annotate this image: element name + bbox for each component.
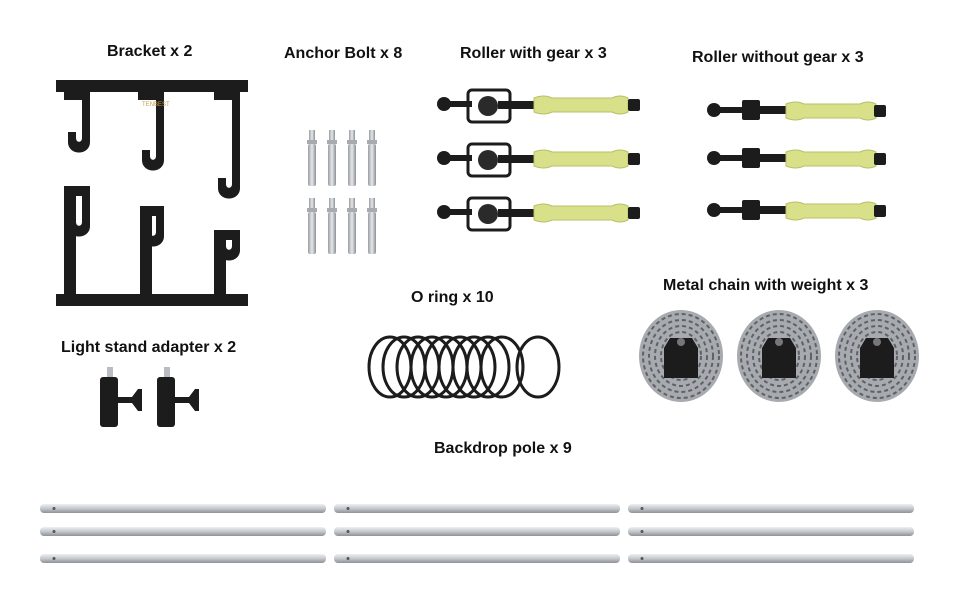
- metal-chains-image: [636, 308, 926, 408]
- backdrop-pole-label: Backdrop pole x 9: [434, 440, 572, 457]
- anchor-bolts-image: [300, 128, 390, 256]
- metal-chain-label: Metal chain with weight x 3: [663, 277, 869, 294]
- rollers-without-gear-image: [706, 96, 896, 226]
- light-adapter-label: Light stand adapter x 2: [61, 339, 237, 356]
- bracket-image: TENBEST: [50, 78, 255, 310]
- rollers-with-gear-image: [436, 86, 656, 246]
- backdrop-poles-image: [38, 502, 918, 572]
- anchor-bolt-label: Anchor Bolt x 8: [284, 45, 403, 62]
- bracket-label: Bracket x 2: [107, 43, 193, 60]
- light-stand-adapters-image: [96, 367, 216, 431]
- roller-no-gear-label: Roller without gear x 3: [692, 49, 864, 66]
- o-rings-image: [366, 332, 566, 402]
- bracket-logo: TENBEST: [142, 102, 170, 108]
- roller-gear-label: Roller with gear x 3: [460, 45, 607, 62]
- o-ring-label: O ring x 10: [411, 289, 494, 306]
